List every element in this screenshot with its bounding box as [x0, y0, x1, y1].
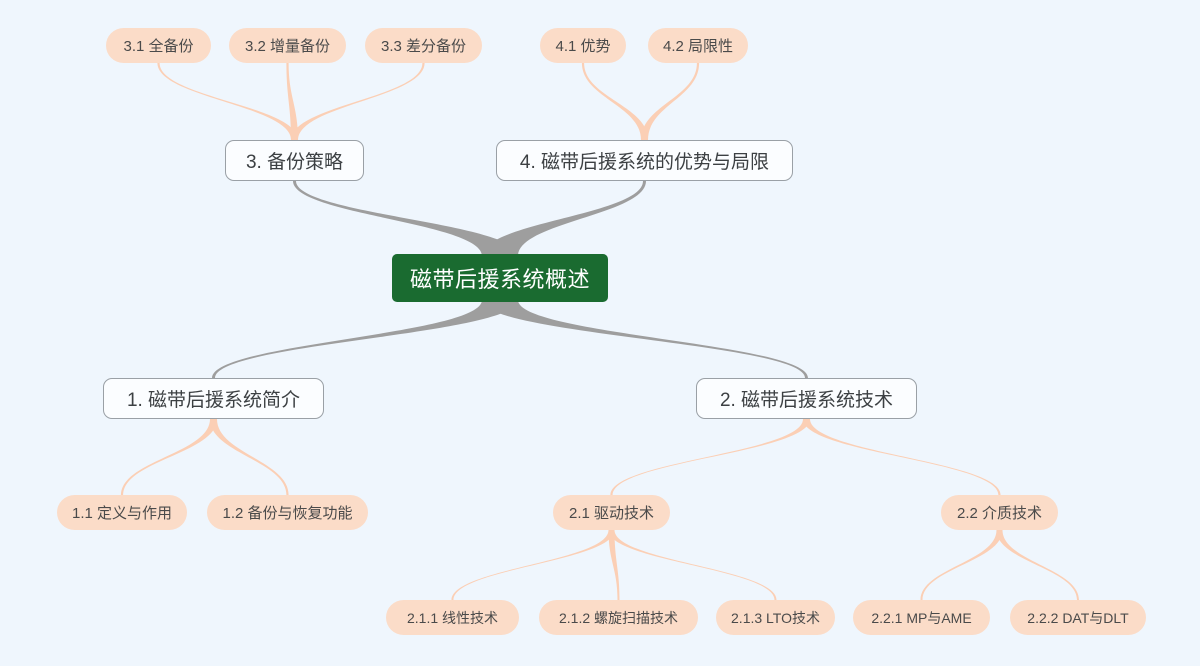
leaf-node-b1c2[interactable]: 1.2 备份与恢复功能: [207, 495, 368, 530]
leaf-node-b2c2g1[interactable]: 2.2.1 MP与AME: [853, 600, 990, 635]
leaf-node-b2c1g1[interactable]: 2.1.1 线性技术: [386, 600, 519, 635]
branch-node-b1[interactable]: 1. 磁带后援系统简介: [103, 378, 324, 419]
leaf-node-b4c2[interactable]: 4.2 局限性: [648, 28, 748, 63]
connector: [291, 63, 425, 140]
leaf-node-b4c1[interactable]: 4.1 优势: [540, 28, 626, 63]
branch-node-b3[interactable]: 3. 备份策略: [225, 140, 364, 181]
connector: [482, 300, 808, 378]
leaf-node-b2c1[interactable]: 2.1 驱动技术: [553, 495, 670, 530]
root-node[interactable]: 磁带后援系统概述: [392, 254, 608, 302]
leaf-node-b2c1g2[interactable]: 2.1.2 螺旋扫描技术: [539, 600, 698, 635]
connector: [608, 530, 777, 600]
connector: [581, 63, 648, 140]
leaf-node-b2c1g3[interactable]: 2.1.3 LTO技术: [716, 600, 835, 635]
connector: [920, 530, 1003, 600]
connector: [608, 530, 620, 600]
connector: [451, 530, 615, 600]
connector: [212, 300, 518, 378]
connector: [996, 530, 1079, 600]
leaf-node-b1c1[interactable]: 1.1 定义与作用: [57, 495, 187, 530]
branch-node-b4[interactable]: 4. 磁带后援系统的优势与局限: [496, 140, 793, 181]
connector: [210, 419, 289, 495]
leaf-node-b3c2[interactable]: 3.2 增量备份: [229, 28, 346, 63]
connector: [293, 181, 518, 256]
connector: [120, 419, 217, 495]
connector: [641, 63, 700, 140]
connector: [610, 419, 810, 495]
leaf-node-b3c3[interactable]: 3.3 差分备份: [365, 28, 482, 63]
branch-node-b2[interactable]: 2. 磁带后援系统技术: [696, 378, 917, 419]
connector: [157, 63, 298, 140]
connector: [286, 63, 298, 140]
leaf-node-b2c2g2[interactable]: 2.2.2 DAT与DLT: [1010, 600, 1146, 635]
connector: [803, 419, 1001, 495]
leaf-node-b2c2[interactable]: 2.2 介质技术: [941, 495, 1058, 530]
connector: [482, 181, 646, 256]
leaf-node-b3c1[interactable]: 3.1 全备份: [106, 28, 211, 63]
